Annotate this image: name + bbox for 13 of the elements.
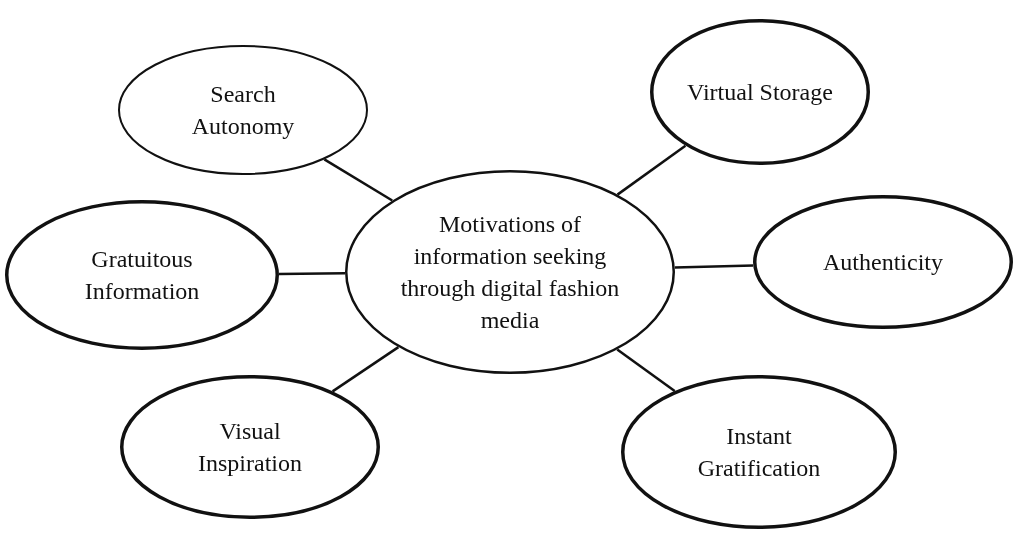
node-label: Motivations of information seeking through digital fashion media xyxy=(399,210,621,335)
connector-line xyxy=(331,346,400,393)
connector-line xyxy=(323,158,393,202)
node-label: Virtual Storage xyxy=(687,78,833,107)
connector-line xyxy=(278,272,346,276)
node-label: Visual Inspiration xyxy=(197,417,303,478)
connector-line xyxy=(616,348,676,393)
node-label: Instant Gratification xyxy=(696,422,822,483)
node-label: Search Autonomy xyxy=(190,80,296,141)
node-label: Gratuitous Information xyxy=(83,245,201,306)
connector-line xyxy=(616,144,687,196)
connector-line xyxy=(674,264,754,269)
node-label: Authenticity xyxy=(823,248,943,277)
